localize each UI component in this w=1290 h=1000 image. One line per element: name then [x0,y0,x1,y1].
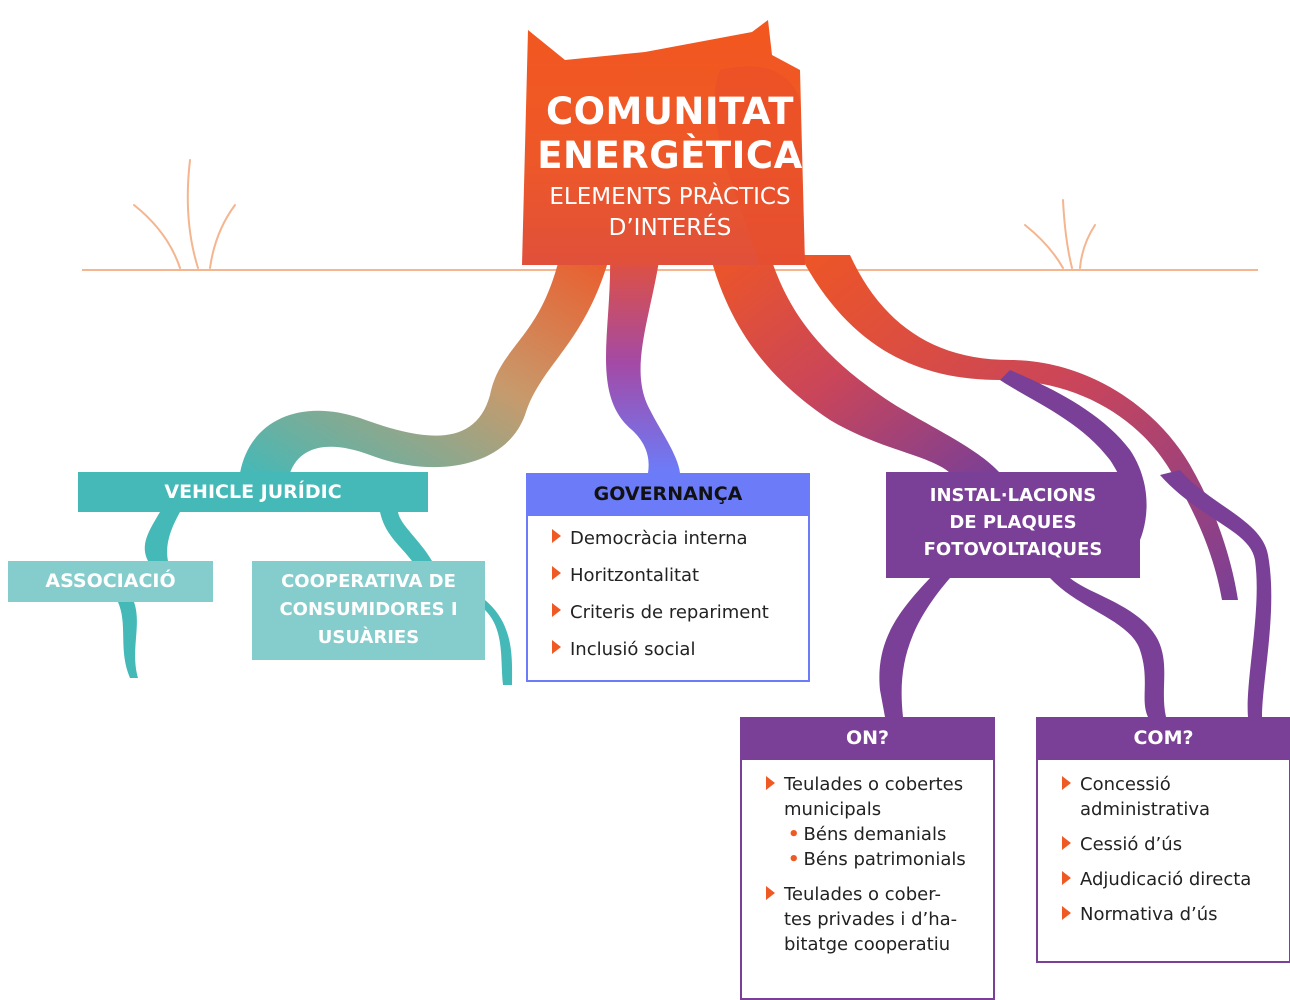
main-title: COMUNITAT ENERGÈTICA ELEMENTS PRÀCTICS D… [520,90,820,244]
list-item: Normativa d’ús [1054,902,1286,927]
installacions-line: DE PLAQUES [949,512,1077,533]
arrow-icon [766,776,775,790]
list-item: Horitzontalitat [544,563,769,588]
list-item: Adjudicació directa [1054,867,1286,892]
title-line-2: ENERGÈTICA [537,134,803,177]
list-item: Cessió d’ús [1054,832,1286,857]
governanca-panel: Democràcia interna Horitzontalitat Crite… [526,516,810,682]
vehicle-juridic-box: VEHICLE JURÍDIC [78,472,428,512]
list-item: Concessió administrativa [1054,772,1286,822]
root-coop [380,512,432,561]
bullet-icon: • [788,849,800,870]
on-list: Teulades o cobertes municipals •Béns dem… [758,772,990,967]
root-on [879,578,950,717]
com-list: Concessió administrativa Cessió d’ús Adj… [1054,772,1286,937]
list-item: Teulades o cobertes municipals •Béns dem… [758,772,990,872]
list-item-label: Normativa d’ús [1080,904,1218,925]
list-item-label: Criteris de repariment [570,602,769,623]
arrow-icon [1062,871,1071,885]
trunk-shade [714,66,805,265]
root-right-far [1160,470,1272,717]
arrow-icon [552,603,561,617]
installacions-line: INSTAL·LACIONS [929,485,1097,506]
root-right-upper [800,255,1238,600]
list-item-label: Teulades o cobertes [784,774,964,795]
arrow-icon [1062,776,1071,790]
list-item-label: tes privades i d’ha- [784,909,958,930]
root-left [240,255,610,473]
subtitle-line-1: ELEMENTS PRÀCTICS [549,184,791,210]
root-middle [606,255,680,473]
root-right [710,255,1000,473]
governanca-header: GOVERNANÇA [526,473,810,516]
cooperativa-line: COOPERATIVA DE [281,571,456,592]
list-item-label: Cessió d’ús [1080,834,1183,855]
cooperativa-line: CONSUMIDORES I [279,599,458,620]
list-item-label: Concessió [1080,774,1171,795]
on-header: ON? [740,717,995,760]
arrow-icon [1062,836,1071,850]
arrow-icon [552,640,561,654]
installacions-box: INSTAL·LACIONS DE PLAQUES FOTOVOLTAIQUES [886,472,1140,578]
root-coop-tail [485,600,513,685]
arrow-icon [1062,906,1071,920]
sub-item-label: Béns demanials [803,824,947,845]
list-item-label: municipals [784,799,882,820]
cooperativa-box: COOPERATIVA DE CONSUMIDORES I USUÀRIES [252,561,485,660]
sub-item: •Béns demanials [784,822,990,847]
list-item: Criteris de repariment [544,600,769,625]
sub-item: •Béns patrimonials [784,847,990,872]
list-item: Inclusió social [544,637,769,662]
grass-right [1024,199,1096,269]
list-item-label: Adjudicació directa [1080,869,1252,890]
installacions-line: FOTOVOLTAIQUES [923,539,1103,560]
root-com [1050,578,1166,717]
list-item: Democràcia interna [544,526,769,551]
grass-left [133,159,236,269]
com-header: COM? [1036,717,1290,760]
list-item-label: Democràcia interna [570,528,748,549]
associacio-box: ASSOCIACIÓ [8,561,213,602]
title-line-1: COMUNITAT [545,90,795,133]
list-item-label: Horitzontalitat [570,565,700,586]
subtitle-line-2: D’INTERÉS [608,215,732,241]
list-item-label: bitatge cooperatiu [784,934,951,955]
on-panel: Teulades o cobertes municipals •Béns dem… [740,760,995,1000]
bullet-icon: • [788,824,800,845]
list-item-label: Inclusió social [570,639,696,660]
list-item-label: administrativa [1080,799,1211,820]
list-item-label: Teulades o cober- [784,884,941,905]
root-asc-tail [118,602,138,678]
sub-item-label: Béns patrimonials [803,849,966,870]
root-associacio [144,512,180,561]
list-item: Teulades o cober- tes privades i d’ha- b… [758,882,990,957]
arrow-icon [552,566,561,580]
arrow-icon [552,529,561,543]
governanca-list: Democràcia interna Horitzontalitat Crite… [544,526,769,674]
arrow-icon [766,886,775,900]
cooperativa-line: USUÀRIES [317,627,420,648]
com-panel: Concessió administrativa Cessió d’ús Adj… [1036,760,1290,963]
